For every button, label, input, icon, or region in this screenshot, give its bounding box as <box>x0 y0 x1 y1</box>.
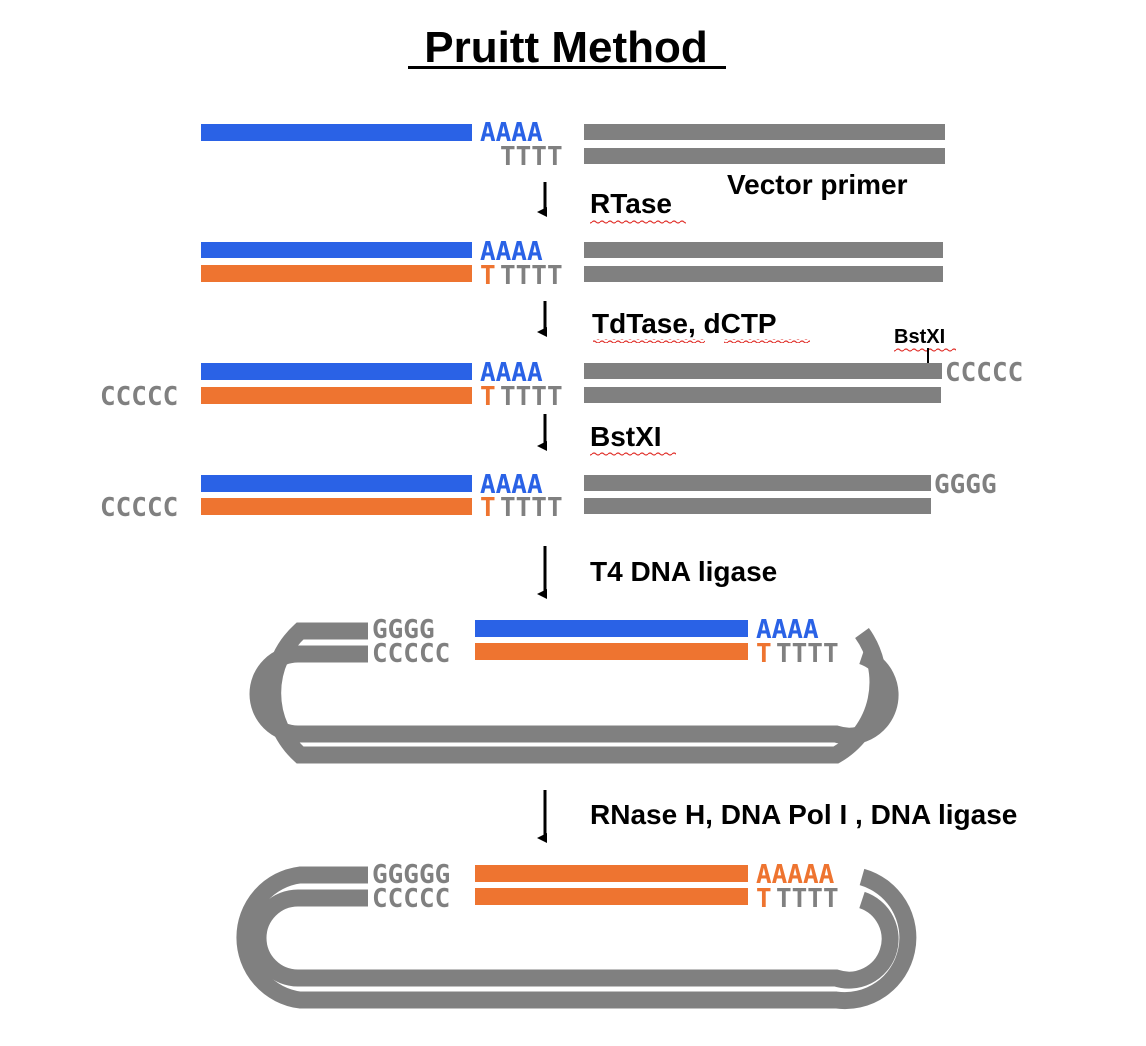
oligo-g-linker: GGGG <box>372 615 435 645</box>
step-3-tailing: BstXI AAAA CCCCC CCCCC T TTTT <box>100 326 1023 412</box>
mrna-strand <box>475 620 748 637</box>
step-1-vector-primer: AAAA TTTT Vector primer <box>201 118 945 200</box>
vector-bottom-strand <box>584 148 945 164</box>
polya-tail: AAAA <box>756 615 819 645</box>
cdna-oligo-c-tail: CCCCC <box>100 493 178 523</box>
vector-primer-label: Vector primer <box>727 169 908 200</box>
oligo-dt-primer: TTTT <box>776 884 839 914</box>
polya-tail: AAAA <box>480 237 543 267</box>
spellcheck-underline <box>894 348 956 352</box>
spellcheck-underline <box>593 339 705 343</box>
cdna-strand <box>201 498 472 515</box>
oligo-c-tail: CCCCC <box>372 884 450 914</box>
step-arrow-5: RNase H, DNA Pol I , DNA ligase <box>537 790 1017 843</box>
oligo-g-linker: GGGGG <box>372 860 450 890</box>
step-4-bstxi-cut: AAAA GGGG CCCCC T TTTT <box>100 470 997 523</box>
polya-tail: AAAAA <box>756 860 835 890</box>
vector-top-strand <box>584 124 945 140</box>
oligo-c-tail: CCCCC <box>372 639 450 669</box>
title-block: Pruitt Method <box>408 23 726 72</box>
oligo-dt-primer: TTTT <box>776 639 839 669</box>
spellcheck-underline <box>724 339 810 343</box>
mrna-strand <box>201 475 472 492</box>
polya-tail: AAAA <box>480 358 543 388</box>
plasmid-inner-strand <box>249 889 899 989</box>
second-strand <box>475 865 748 882</box>
cdna-oligo-c-tail: CCCCC <box>100 382 178 412</box>
spellcheck-underline <box>590 452 676 456</box>
vector-oligo-g-overhang: GGGG <box>934 470 997 500</box>
step-arrow-2: TdTase, dCTP <box>537 301 810 343</box>
mrna-strand <box>201 124 472 141</box>
bstxi-step-label: BstXI <box>590 421 662 452</box>
step-6-final-plasmid: GGGGG CCCCC AAAAA T TTTT <box>236 860 917 1010</box>
vector-bottom-strand <box>584 266 943 282</box>
cdna-first-base: T <box>756 639 772 669</box>
mrna-strand <box>201 363 472 380</box>
page-title: Pruitt Method <box>424 23 708 72</box>
spellcheck-underline <box>590 220 686 224</box>
mrna-strand <box>201 242 472 258</box>
step-arrow-4: T4 DNA ligase <box>537 546 777 599</box>
plasmid-outer-strand <box>236 866 917 1010</box>
step-arrow-1: RTase <box>537 182 686 224</box>
cdna-first-base: T <box>480 261 496 291</box>
title-underline <box>408 66 726 69</box>
vector-top-strand <box>584 363 942 379</box>
vector-top-strand <box>584 475 931 491</box>
oligo-dt-primer: TTTT <box>500 382 563 412</box>
polya-tail: AAAA <box>480 470 543 500</box>
cdna-first-base: T <box>480 493 496 523</box>
oligo-dt-primer: TTTT <box>500 493 563 523</box>
step-5-circular-plasmid: GGGG CCCCC AAAA T TTTT <box>249 615 899 764</box>
vector-top-strand <box>584 242 943 258</box>
rtase-label: RTase <box>590 188 672 219</box>
vector-oligo-c-tail: CCCCC <box>945 358 1023 388</box>
oligo-dt-primer: TTTT <box>500 142 563 172</box>
second-strand-label: RNase H, DNA Pol I , DNA ligase <box>590 799 1017 830</box>
cdna-first-base: T <box>480 382 496 412</box>
vector-bottom-strand <box>584 498 931 514</box>
bstxi-site-label: BstXI <box>894 326 945 348</box>
cdna-strand <box>475 888 748 905</box>
t4-ligase-label: T4 DNA ligase <box>590 556 777 587</box>
polya-tail: AAAA <box>480 118 543 148</box>
cdna-strand <box>201 265 472 282</box>
tdtase-label: TdTase, dCTP <box>592 308 777 339</box>
vector-bottom-strand <box>584 387 941 403</box>
step-arrow-3: BstXI <box>537 414 676 456</box>
oligo-dt-primer: TTTT <box>500 261 563 291</box>
step-2-first-strand: AAAA T TTTT <box>201 237 943 291</box>
plasmid-inner-strand <box>249 645 899 745</box>
cdna-first-base: T <box>756 884 772 914</box>
cdna-strand <box>201 387 472 404</box>
cdna-strand <box>475 643 748 660</box>
